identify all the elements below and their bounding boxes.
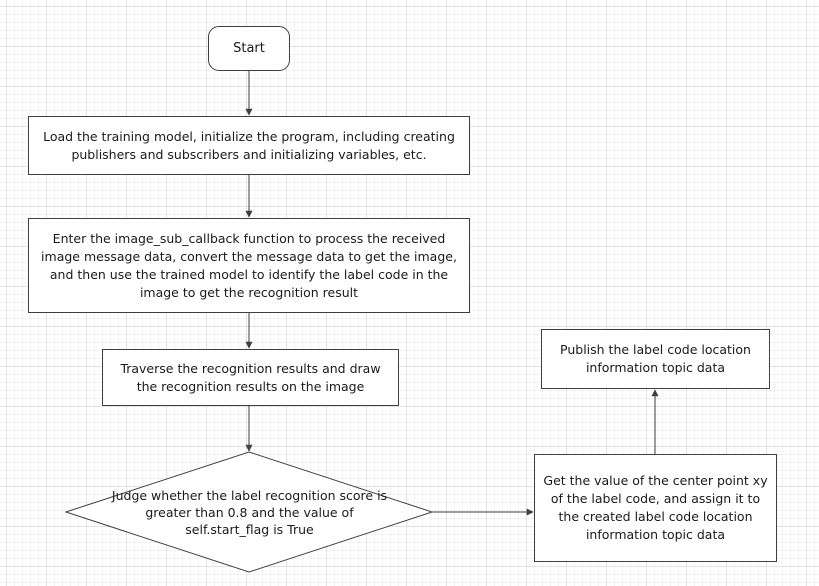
traverse-results-process: Traverse the recognition results and dra… (102, 349, 399, 406)
start-node-label: Start (233, 40, 265, 56)
traverse-results-process-label: Traverse the recognition results and dra… (120, 360, 381, 394)
image-callback-process: Enter the image_sub_callback function to… (28, 218, 470, 313)
publish-topic-process-label: Publish the label code location informat… (560, 342, 751, 375)
publish-topic-process: Publish the label code location informat… (541, 329, 770, 389)
load-model-process-label: Load the training model, initialize the … (43, 128, 455, 162)
load-model-process: Load the training model, initialize the … (28, 116, 470, 175)
get-center-point-process: Get the value of the center point xy of … (534, 454, 777, 562)
decision-diamond-shape (64, 451, 434, 573)
image-callback-process-label: Enter the image_sub_callback function to… (41, 230, 457, 300)
start-node: Start (208, 26, 290, 71)
get-center-point-process-label: Get the value of the center point xy of … (543, 473, 768, 542)
judge-decision: Judge whether the label recognition scor… (108, 484, 391, 540)
judge-decision-label: Judge whether the label recognition scor… (111, 487, 388, 537)
